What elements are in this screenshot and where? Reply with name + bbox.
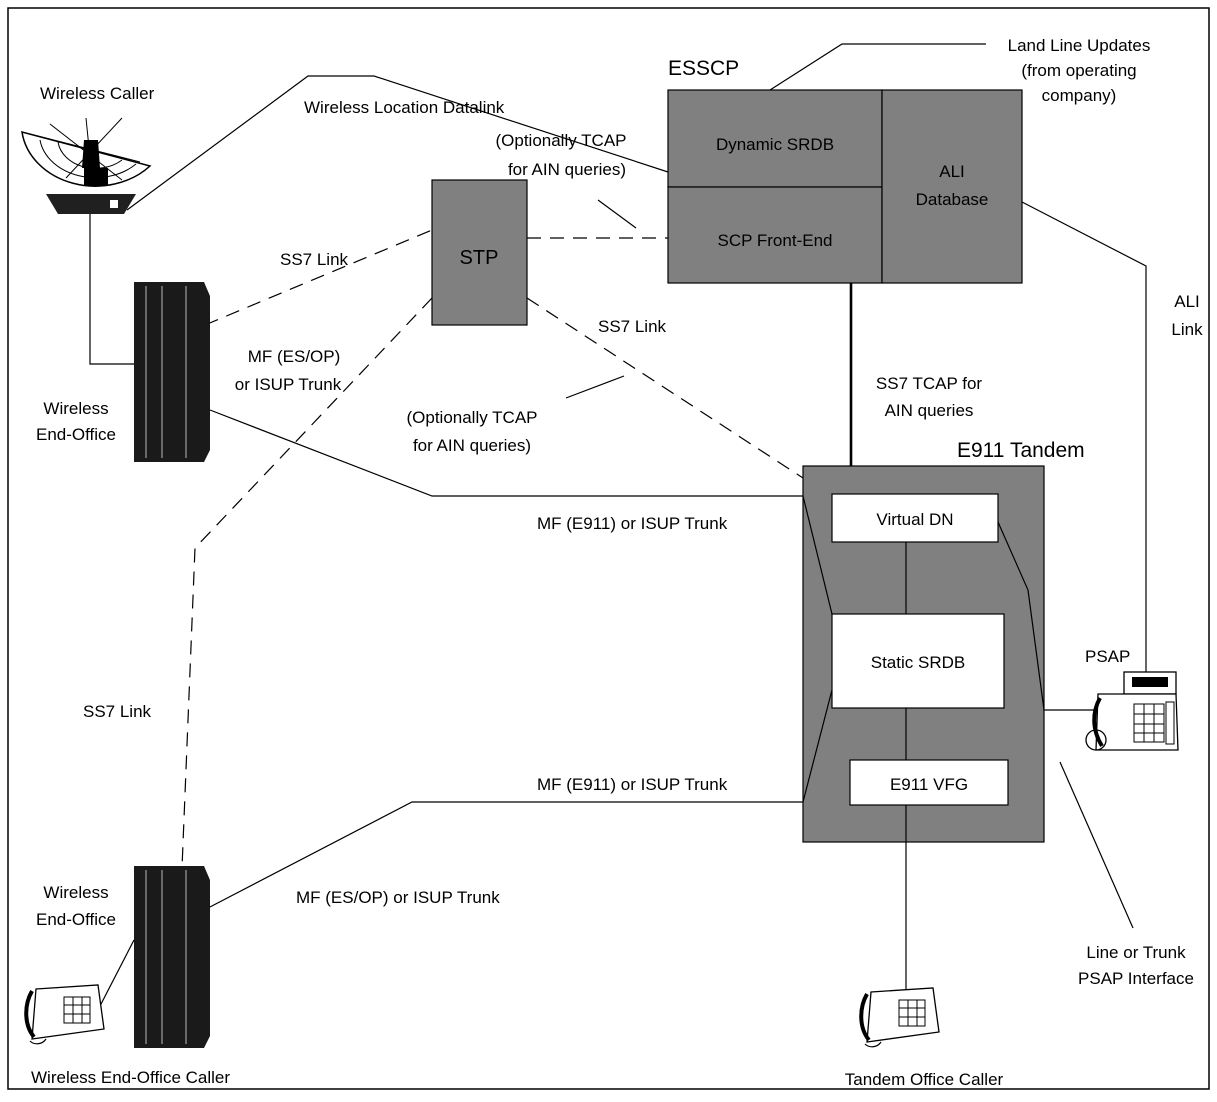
- optional-tcap-pointer-top: [597, 199, 637, 229]
- ali-database-box: [881, 89, 1023, 284]
- optional-tcap-top-label-2: for AIN queries): [508, 160, 626, 179]
- mf-esop-label-1: MF (ES/OP): [248, 347, 341, 366]
- ss7-tcap-label-2: AIN queries: [885, 401, 974, 420]
- ss7-tcap-label-1: SS7 TCAP for: [876, 374, 982, 393]
- psap-console-icon: [1085, 671, 1179, 751]
- trunk-inner-upper: [802, 495, 833, 615]
- ali-database-label-1: ALI: [939, 162, 965, 181]
- wireless-eo-top-label-2: End-Office: [36, 425, 116, 444]
- wireless-location-datalink-label: Wireless Location Datalink: [304, 98, 505, 117]
- static-srdb-box: [831, 613, 1005, 709]
- line-trunk-label-2: PSAP Interface: [1078, 969, 1194, 988]
- wireless-location-datalink-line: [126, 75, 669, 211]
- ss7-link-stp-tandem: [526, 297, 804, 479]
- land-line-updates-label-3: company): [1042, 86, 1117, 105]
- optional-tcap-mid-label-1: (Optionally TCAP: [406, 408, 537, 427]
- tandem-office-caller-label: Tandem Office Caller: [845, 1070, 1004, 1089]
- bottom-eo-to-phone-line: [99, 939, 135, 1007]
- e911-vfg-label: E911 VFG: [890, 775, 968, 794]
- optional-tcap-pointer-mid: [565, 375, 625, 399]
- satellite-to-eo-line: [89, 210, 134, 365]
- wireless-end-office-top-icon: [134, 282, 210, 462]
- line-trunk-label-1: Line or Trunk: [1086, 943, 1186, 962]
- virtual-dn-box: [831, 493, 999, 543]
- wireless-caller-label: Wireless Caller: [40, 84, 155, 103]
- telephone-icon: [859, 987, 940, 1048]
- trunk-inner-lower: [802, 689, 833, 803]
- e911-vfg-box: [849, 759, 1009, 806]
- ss7-link-left-label: SS7 Link: [280, 250, 349, 269]
- diagram-border: [7, 7, 1210, 1090]
- optional-tcap-top-label-1: (Optionally TCAP: [495, 131, 626, 150]
- mf-e911-lower-label: MF (E911) or ISUP Trunk: [537, 775, 728, 794]
- wireless-eo-bottom-label-2: End-Office: [36, 910, 116, 929]
- land-line-updates-label-1: Land Line Updates: [1008, 36, 1151, 55]
- wireless-eo-bottom-label-1: Wireless: [43, 883, 108, 902]
- mf-e911-upper-label: MF (E911) or ISUP Trunk: [537, 514, 728, 533]
- land-line-updates-line: [769, 43, 986, 91]
- trunk-top-eo-tandem: [209, 409, 803, 497]
- ali-link-label-2: Link: [1171, 320, 1203, 339]
- psap-label: PSAP: [1085, 647, 1130, 666]
- satellite-dish-icon: [21, 117, 152, 214]
- stp-box: [431, 179, 528, 326]
- ss7-link-stp-bottom-eo: [181, 297, 433, 869]
- ss7-link-eo-stp: [204, 229, 433, 326]
- mf-esop-bottom-label: MF (ES/OP) or ISUP Trunk: [296, 888, 500, 907]
- scp-front-end-label: SCP Front-End: [718, 231, 833, 250]
- dynamic-srdb-label: Dynamic SRDB: [716, 135, 834, 154]
- virtual-dn-to-psap-line: [997, 521, 1098, 711]
- trunk-bottom-eo-tandem: [207, 801, 803, 909]
- esscp-label: ESSCP: [668, 57, 739, 80]
- static-srdb-label: Static SRDB: [871, 653, 965, 672]
- wireless-eo-top-label-1: Wireless: [43, 399, 108, 418]
- ss7-link-right-label: SS7 Link: [598, 317, 667, 336]
- psap-interface-pointer: [1059, 761, 1134, 929]
- wireless-end-office-bottom-icon: [134, 866, 210, 1048]
- wireless-eo-caller-label: Wireless End-Office Caller: [31, 1068, 230, 1087]
- telephone-icon: [24, 984, 105, 1045]
- land-line-updates-label-2: (from operating: [1021, 61, 1136, 80]
- scp-front-end-box: [667, 186, 883, 284]
- mf-esop-label-2: or ISUP Trunk: [235, 375, 342, 394]
- ali-link-label-1: ALI: [1174, 292, 1200, 311]
- ali-database-label-2: Database: [916, 190, 989, 209]
- optional-tcap-mid-label-2: for AIN queries): [413, 436, 531, 455]
- ali-link-line: [1021, 201, 1147, 672]
- ss7-link-vertical-label: SS7 Link: [83, 702, 152, 721]
- e911-tandem-label: E911 Tandem: [957, 439, 1085, 462]
- virtual-dn-label: Virtual DN: [876, 510, 953, 529]
- stp-label: STP: [460, 247, 499, 269]
